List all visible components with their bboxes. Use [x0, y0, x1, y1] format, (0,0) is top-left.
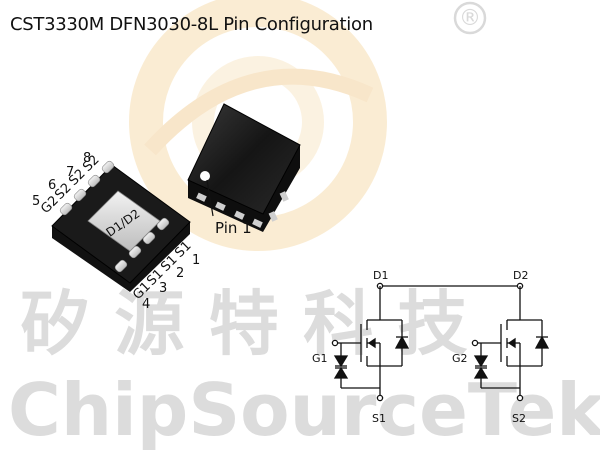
svg-text:®: ® [459, 6, 481, 31]
label-d2: D2 [513, 269, 528, 282]
pin-6-number: 6 [48, 178, 56, 193]
dual-mosfet-schematic [331, 282, 550, 402]
schematic-labels: D1 D2 G1 G2 S1 S2 [312, 269, 528, 425]
chip-top-view [187, 103, 301, 232]
label-g2: G2 [452, 352, 468, 365]
top-pin-numbers: 5 6 7 8 [32, 151, 91, 209]
watermark-english-name: ChipSourceTek [8, 368, 600, 450]
pin-8-number: 8 [83, 151, 91, 166]
top-edge-pads [59, 160, 115, 216]
bottom-pin-numbers: 4 3 2 1 [142, 253, 200, 312]
chip-top-view-leads [196, 191, 289, 228]
svg-text:Pin 1: Pin 1 [215, 219, 252, 237]
bottom-edge-pads [114, 217, 170, 273]
page-title: CST3330M DFN3030-8L Pin Configuration [10, 14, 373, 35]
label-d1: D1 [373, 269, 388, 282]
pin1-dot [200, 171, 210, 181]
chip-bottom-view: D1/D2 [51, 160, 191, 292]
pin-3-number: 3 [159, 281, 167, 296]
pin-7-number: 7 [66, 165, 74, 180]
watermark-chinese-name: 矽 源 特 科 技 [20, 282, 467, 365]
mosfet-1 [331, 286, 410, 402]
label-g1: G1 [312, 352, 328, 365]
mosfet-2 [471, 286, 550, 402]
pin1-callout: Pin 1 [206, 179, 252, 237]
label-s1: S1 [372, 412, 386, 425]
registered-mark: ® [453, 1, 487, 35]
pin-5-number: 5 [32, 194, 40, 209]
label-s2: S2 [512, 412, 526, 425]
pin-2-number: 2 [176, 266, 184, 281]
pin-1-number: 1 [192, 253, 200, 268]
pin-4-number: 4 [142, 297, 150, 312]
